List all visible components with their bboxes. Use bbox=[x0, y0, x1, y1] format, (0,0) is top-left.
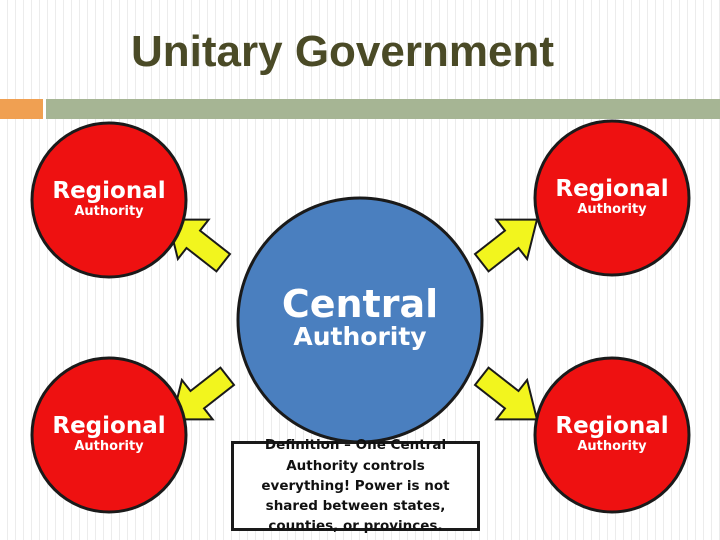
central-authority-sub: Authority bbox=[293, 322, 427, 351]
arrow-top-right bbox=[473, 218, 539, 273]
definition-box: Definition – One Central Authority contr… bbox=[231, 437, 480, 534]
regional-authority-sub: Authority bbox=[577, 202, 647, 218]
regional-authority-label-top-left: Regional Authority bbox=[39, 178, 179, 221]
regional-authority-circle bbox=[30, 121, 188, 279]
arrow-top-left bbox=[166, 218, 232, 273]
regional-authority-circle bbox=[533, 356, 691, 514]
regional-authority-sub: Authority bbox=[74, 204, 144, 220]
arrow-bottom-right bbox=[473, 366, 539, 421]
regional-authority-circle bbox=[533, 119, 691, 277]
central-authority-main: Central bbox=[281, 282, 439, 326]
regional-authority-main: Regional bbox=[52, 413, 166, 439]
regional-authority-main: Regional bbox=[555, 176, 669, 202]
regional-authority-sub: Authority bbox=[74, 439, 144, 455]
slide-title: Unitary Government bbox=[131, 27, 554, 76]
accent-bar-green bbox=[46, 99, 720, 119]
central-authority-label: Central Authority bbox=[240, 285, 480, 351]
regional-authority-label-bottom-left: Regional Authority bbox=[39, 413, 179, 456]
regional-authority-main: Regional bbox=[52, 178, 166, 204]
accent-bar-orange bbox=[0, 99, 43, 119]
regional-authority-circle bbox=[30, 356, 188, 514]
regional-authority-label-bottom-right: Regional Authority bbox=[542, 413, 682, 456]
regional-authority-label-top-right: Regional Authority bbox=[542, 176, 682, 219]
regional-authority-main: Regional bbox=[555, 413, 669, 439]
regional-authority-sub: Authority bbox=[577, 439, 647, 455]
